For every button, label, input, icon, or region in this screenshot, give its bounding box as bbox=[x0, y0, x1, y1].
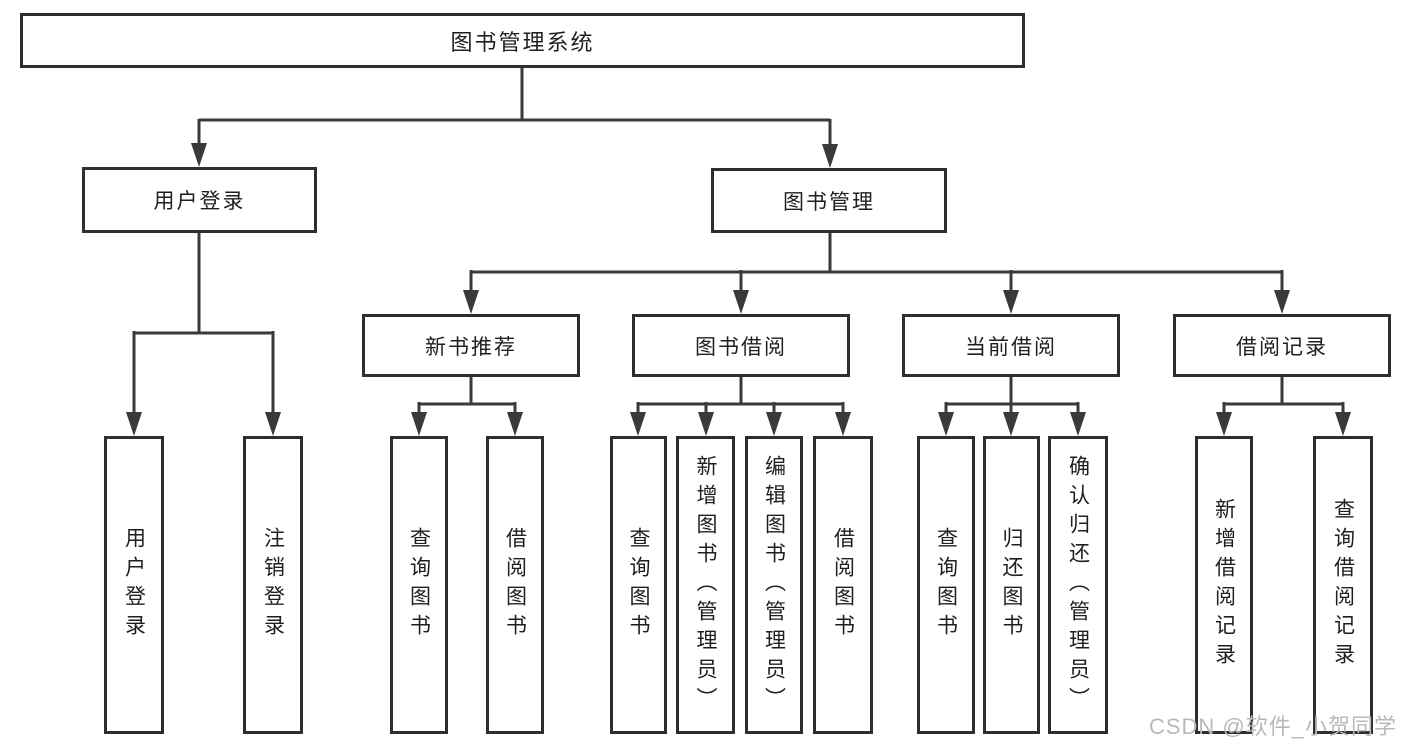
leaf-label: 编辑图书（管理员） bbox=[762, 454, 786, 716]
leaf-user-login: 用户登录 bbox=[104, 436, 164, 734]
leaf-label: 用户登录 bbox=[122, 527, 146, 643]
leaf-label: 查询图书 bbox=[934, 527, 958, 643]
node-book-borrowing: 图书借阅 bbox=[632, 314, 850, 377]
leaf-label: 查询借阅记录 bbox=[1331, 498, 1355, 672]
node-user-login: 用户登录 bbox=[82, 167, 317, 233]
csdn-watermark: CSDN @软件_小贺同学 bbox=[1148, 714, 1397, 739]
leaf-query-books: 查询图书 bbox=[917, 436, 975, 734]
leaf-add-book-admin: 新增图书（管理员） bbox=[676, 436, 735, 734]
leaf-query-borrow-record: 查询借阅记录 bbox=[1313, 436, 1373, 734]
leaf-logout: 注销登录 bbox=[243, 436, 303, 734]
leaf-borrow-books: 借阅图书 bbox=[486, 436, 544, 734]
leaf-add-borrow-record: 新增借阅记录 bbox=[1195, 436, 1253, 734]
node-book-management: 图书管理 bbox=[711, 168, 947, 233]
leaf-confirm-return-admin: 确认归还（管理员） bbox=[1048, 436, 1108, 734]
leaf-label: 归还图书 bbox=[1000, 527, 1023, 643]
leaf-edit-book-admin: 编辑图书（管理员） bbox=[745, 436, 803, 734]
leaf-label: 查询图书 bbox=[407, 527, 431, 643]
leaf-label: 注销登录 bbox=[261, 527, 285, 643]
node-root: 图书管理系统 bbox=[20, 13, 1025, 68]
leaf-query-books: 查询图书 bbox=[390, 436, 448, 734]
leaf-return-books: 归还图书 bbox=[983, 436, 1040, 734]
leaf-label: 查询图书 bbox=[627, 527, 650, 643]
arrowheads bbox=[126, 143, 1351, 436]
leaf-label: 新增借阅记录 bbox=[1212, 498, 1236, 672]
leaf-label: 借阅图书 bbox=[503, 527, 527, 643]
leaf-label: 确认归还（管理员） bbox=[1066, 454, 1090, 716]
leaf-label: 新增图书（管理员） bbox=[694, 454, 717, 716]
leaf-borrow-books: 借阅图书 bbox=[813, 436, 873, 734]
node-current-borrowing: 当前借阅 bbox=[902, 314, 1120, 377]
leaf-query-books: 查询图书 bbox=[610, 436, 667, 734]
node-new-book-recommend: 新书推荐 bbox=[362, 314, 580, 377]
node-borrowing-records: 借阅记录 bbox=[1173, 314, 1391, 377]
leaf-label: 借阅图书 bbox=[831, 527, 855, 643]
